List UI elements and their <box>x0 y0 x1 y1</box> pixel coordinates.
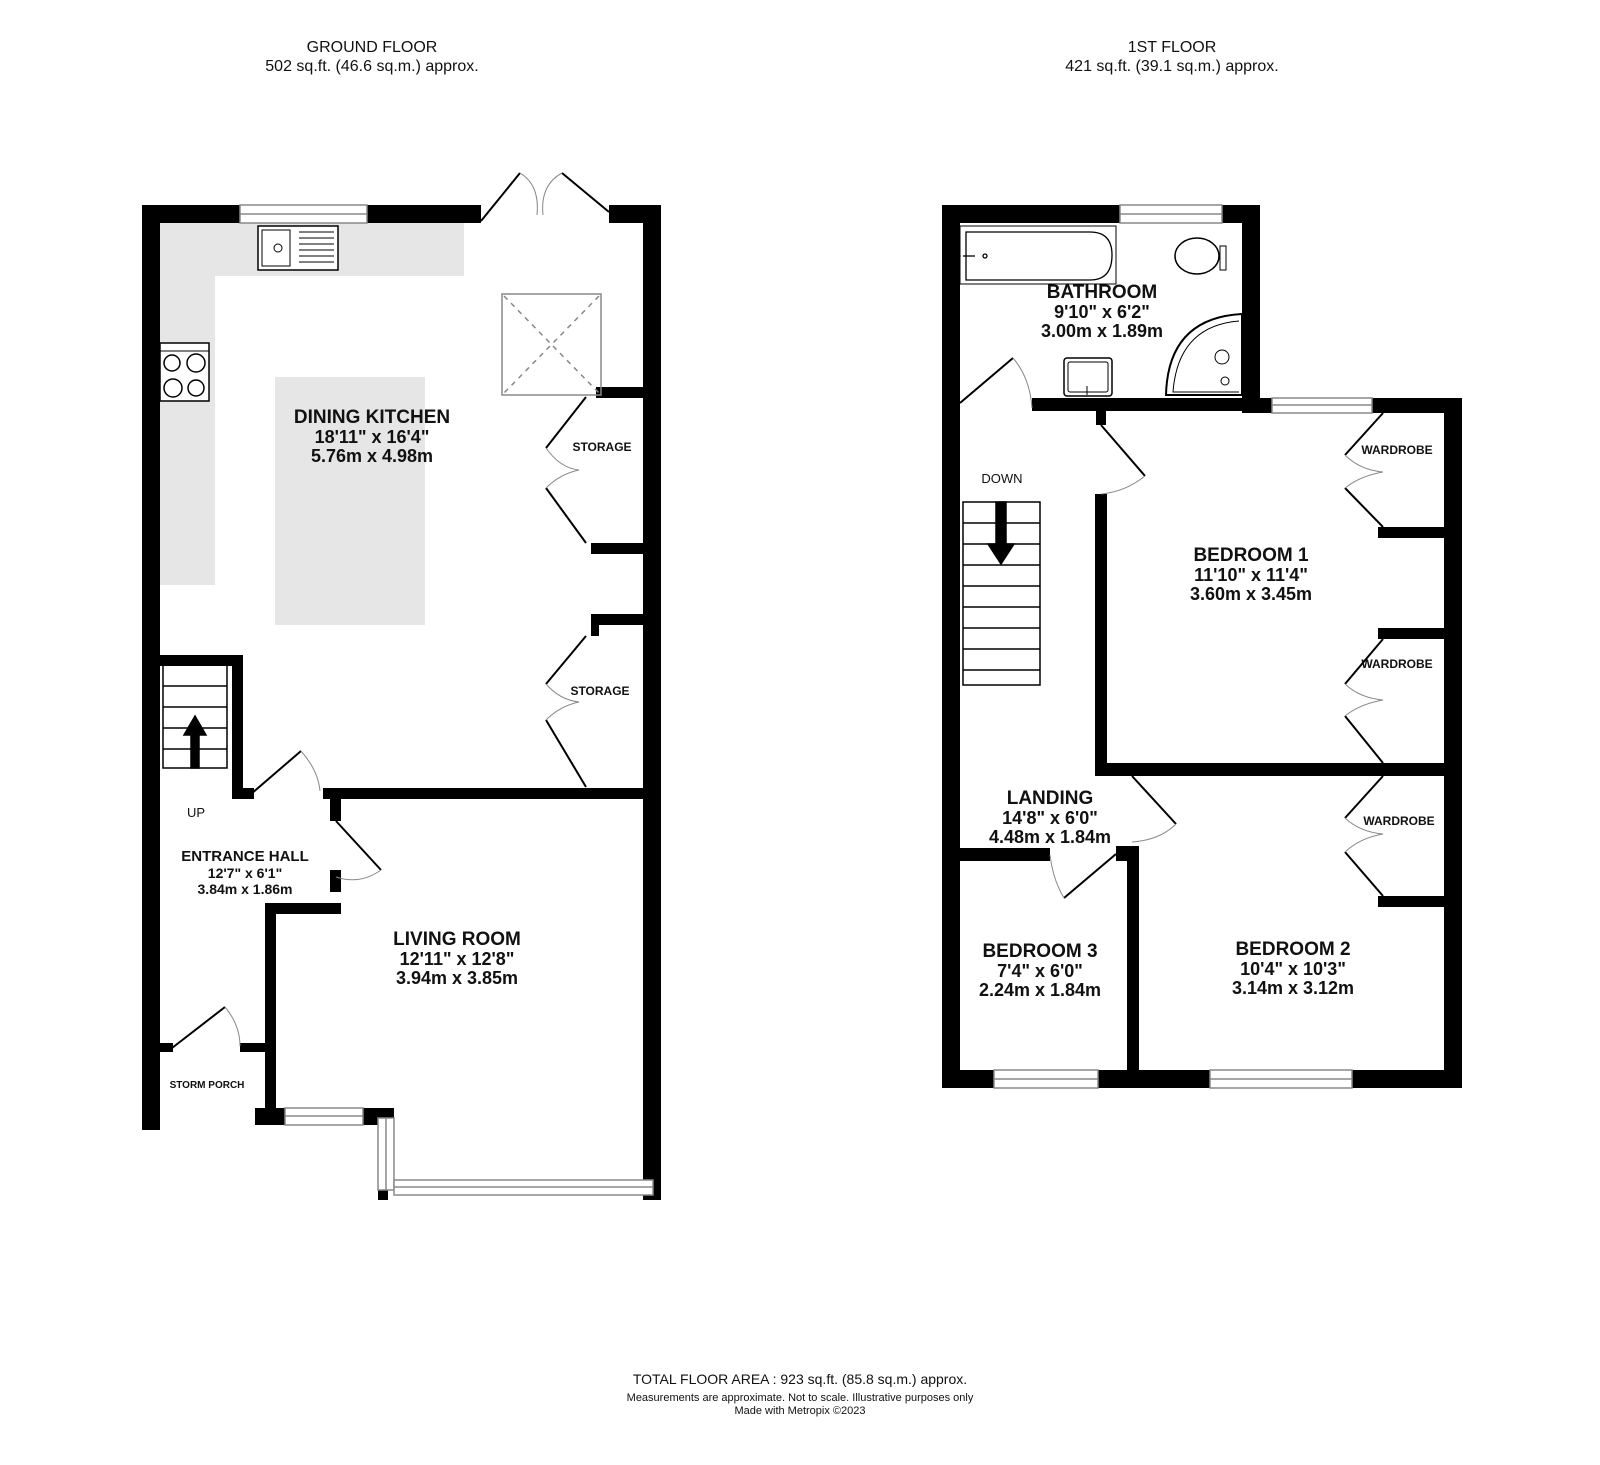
footer: TOTAL FLOOR AREA : 923 sq.ft. (85.8 sq.m… <box>0 1371 1600 1418</box>
wardrobe-label-3: WARDROBE <box>1363 814 1435 828</box>
room-label-bedroom-3: BEDROOM 3 7'4" x 6'0" 2.24m x 1.84m <box>978 941 1102 1000</box>
skylight-icon <box>501 293 602 396</box>
first-floor-header: 1ST FLOOR 421 sq.ft. (39.1 sq.m.) approx… <box>1022 38 1322 76</box>
ground-floor-title: GROUND FLOOR <box>306 39 438 56</box>
ground-floor-windows <box>239 204 654 1196</box>
french-doors <box>480 172 610 222</box>
shower-icon <box>1164 312 1243 396</box>
storm-porch-label: STORM PORCH <box>169 1080 245 1091</box>
first-floor-windows <box>993 204 1373 1089</box>
credit: Made with Metropix ©2023 <box>734 1405 866 1417</box>
ground-floor-area: 502 sq.ft. (46.6 sq.m.) approx. <box>265 58 479 75</box>
storage-label-2: STORAGE <box>570 684 630 698</box>
first-floor-title: 1ST FLOOR <box>1127 39 1217 56</box>
staircase-down <box>962 501 1041 686</box>
room-label-landing: LANDING 14'8" x 6'0" 4.48m x 1.84m <box>988 788 1112 847</box>
total-floor-area: TOTAL FLOOR AREA : 923 sq.ft. (85.8 sq.m… <box>632 1371 968 1387</box>
bathtub-icon <box>959 225 1117 285</box>
first-floor-plan <box>942 204 1462 1089</box>
dining-table-area <box>275 377 425 625</box>
ground-floor-plan <box>142 172 661 1200</box>
stairs-up-label: UP <box>186 805 206 820</box>
room-label-living-room: LIVING ROOM 12'11" x 12'8" 3.94m x 3.85m <box>393 929 521 988</box>
wardrobe-label-2: WARDROBE <box>1361 657 1433 671</box>
storage-label-1: STORAGE <box>572 440 632 454</box>
wardrobe-label-1: WARDROBE <box>1361 443 1433 457</box>
room-label-entrance-hall: ENTRANCE HALL 12'7" x 6'1" 3.84m x 1.86m <box>181 848 309 898</box>
ground-floor-header: GROUND FLOOR 502 sq.ft. (46.6 sq.m.) app… <box>222 38 522 76</box>
first-floor-walls <box>942 205 1462 1088</box>
first-floor-doors <box>959 357 1384 899</box>
toilet-icon <box>1174 237 1227 275</box>
room-label-bedroom-1: BEDROOM 1 11'10" x 11'4" 3.60m x 3.45m <box>1189 545 1313 604</box>
hall-doors <box>171 750 382 1049</box>
disclaimer: Measurements are approximate. Not to sca… <box>626 1392 974 1404</box>
staircase-up <box>162 664 228 769</box>
ground-floor-walls <box>142 205 661 1200</box>
sink-icon <box>257 225 339 271</box>
stairs-down-label: DOWN <box>981 471 1023 486</box>
hob-icon <box>159 342 210 402</box>
room-label-dining-kitchen: DINING KITCHEN 18'11" x 16'4" 5.76m x 4.… <box>293 407 451 466</box>
basin-icon <box>1063 357 1113 397</box>
first-floor-area: 421 sq.ft. (39.1 sq.m.) approx. <box>1065 58 1279 75</box>
storage-doors <box>545 396 587 788</box>
room-label-bedroom-2: BEDROOM 2 10'4" x 10'3" 3.14m x 3.12m <box>1231 939 1355 998</box>
room-label-bathroom: BATHROOM 9'10" x 6'2" 3.00m x 1.89m <box>1040 282 1164 341</box>
